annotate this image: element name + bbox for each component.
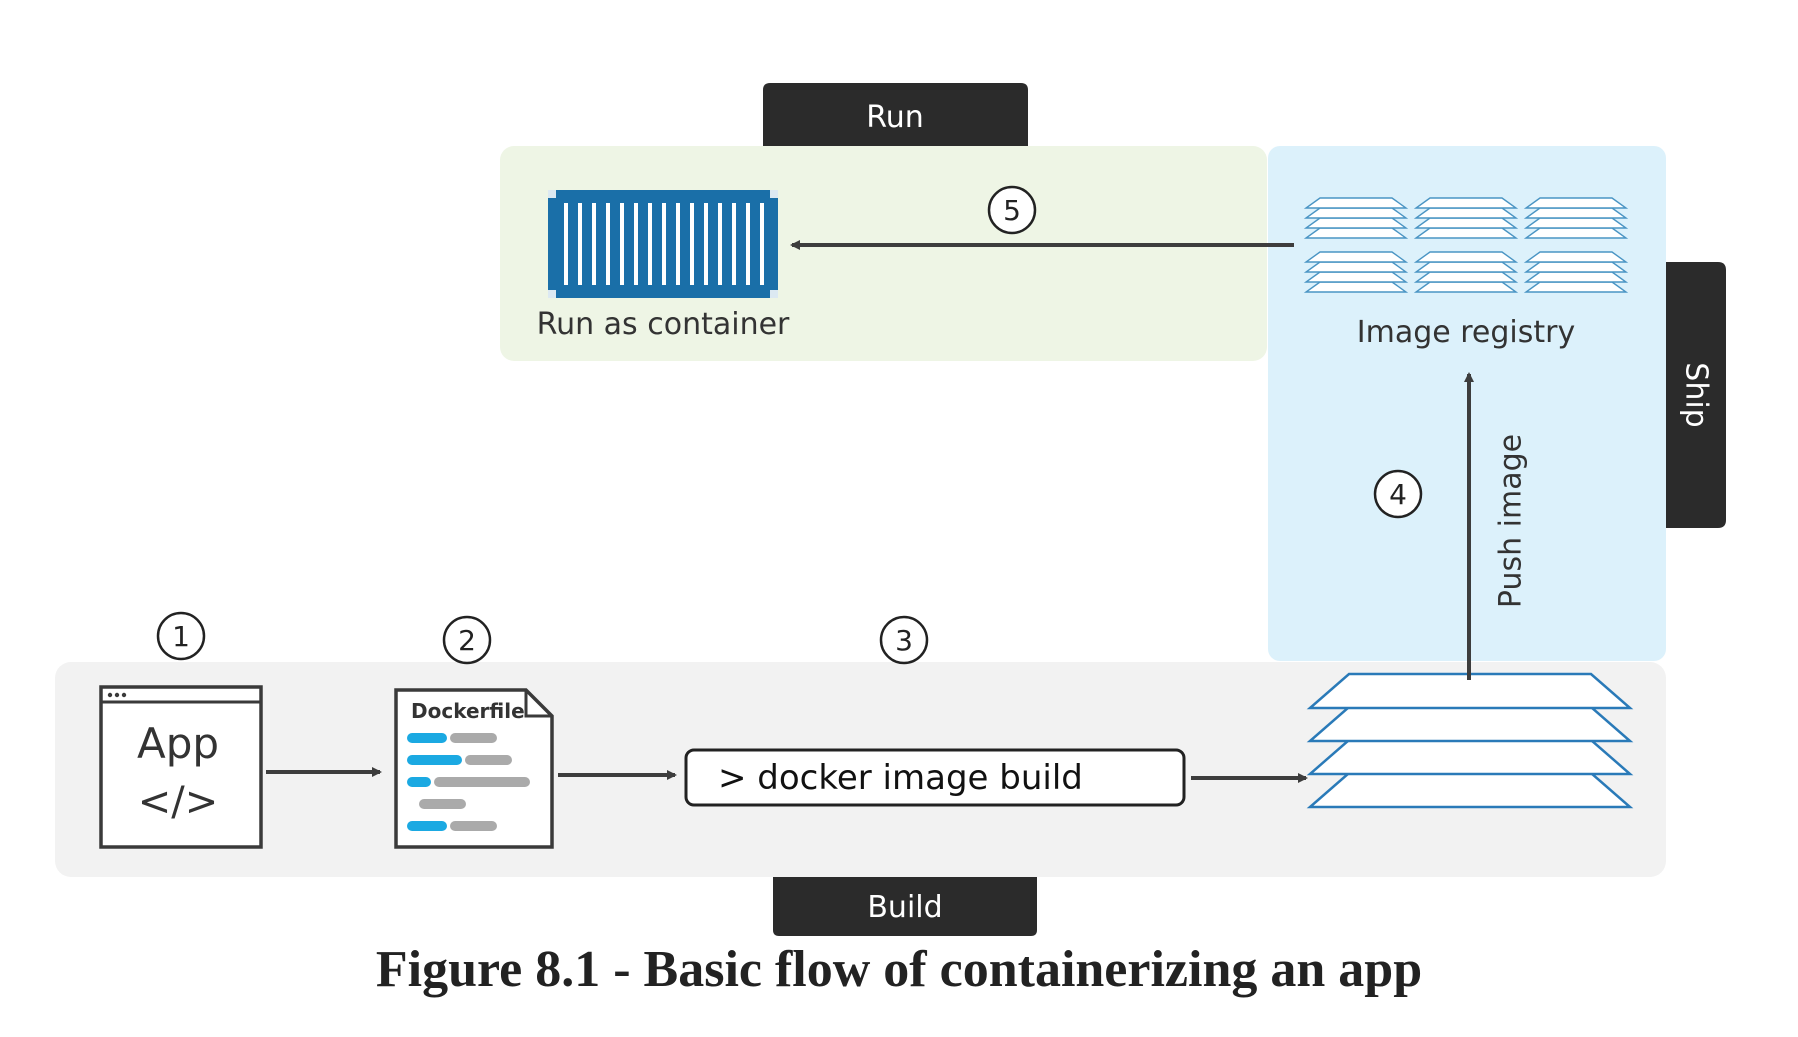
svg-text:2: 2: [458, 624, 476, 657]
ship-tab: Ship: [1666, 262, 1726, 528]
app-code-glyph: </>: [138, 779, 219, 825]
step-2-marker: 2: [442, 615, 492, 665]
svg-text:1: 1: [172, 620, 190, 653]
step-4-marker: 4: [1373, 469, 1423, 519]
run-tab-label: Run: [866, 100, 924, 135]
run-tab: Run: [763, 83, 1028, 146]
container-label: Run as container: [537, 307, 790, 342]
image-registry-icon: [1303, 197, 1629, 293]
step-3-marker: 3: [879, 615, 929, 665]
app-icon: App </>: [99, 685, 263, 849]
svg-text:5: 5: [1003, 194, 1021, 227]
ship-tab-label: Ship: [1679, 362, 1714, 427]
build-tab-label: Build: [867, 890, 942, 925]
dockerfile-title: Dockerfile: [411, 699, 525, 723]
image-layers-icon: [1306, 672, 1634, 809]
svg-text:4: 4: [1389, 478, 1407, 511]
push-image-label: Push image: [1494, 434, 1529, 608]
svg-text:3: 3: [895, 624, 913, 657]
dockerfile-icon: Dockerfile: [394, 688, 554, 849]
step-1-marker: 1: [156, 611, 206, 661]
image-registry-label: Image registry: [1357, 315, 1575, 350]
build-tab: Build: [773, 877, 1037, 936]
build-command-box: > docker image build: [684, 748, 1186, 807]
container-icon: [548, 190, 778, 298]
step-5-marker: 5: [987, 185, 1037, 235]
app-icon-label: App: [137, 719, 219, 768]
figure-caption: Figure 8.1 - Basic flow of containerizin…: [375, 941, 1423, 998]
build-command-text: > docker image build: [718, 758, 1083, 798]
